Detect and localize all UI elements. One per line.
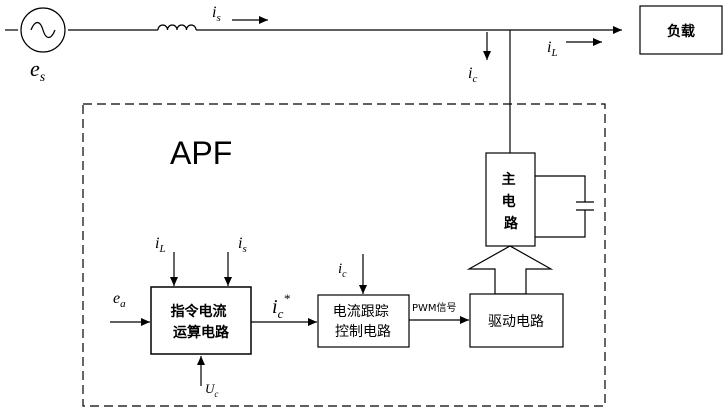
ac-source-icon: [20, 7, 66, 53]
load-current-label: iL: [547, 39, 558, 59]
apf-title: APF: [170, 135, 232, 171]
tracking-control-block: [317, 294, 410, 348]
driver-label: 驱动电路: [488, 314, 544, 330]
main-circuit-label: 主 电 路: [502, 171, 521, 232]
load-label: 负载: [667, 23, 695, 40]
input-uc-label: Uc: [205, 381, 218, 399]
apf-boundary: [82, 103, 606, 407]
load-box: [639, 5, 723, 55]
pwm-signal-label: PWM信号: [412, 302, 457, 314]
source-current-label: is: [212, 4, 221, 24]
compensation-current-label: ic: [468, 65, 477, 85]
dc-capacitor: [535, 175, 594, 238]
input-il-label: iL: [155, 235, 166, 255]
inductor-icon: [157, 24, 197, 31]
source-label: es: [30, 56, 46, 85]
input-is-label: is: [238, 235, 247, 255]
drive-signal-arrow: [466, 245, 554, 295]
driver-block: [469, 293, 564, 348]
command-current-label: 指令电流 运算电路: [171, 303, 232, 341]
input-ea-label: ea: [113, 290, 126, 310]
reference-current-label: ic*: [272, 291, 290, 321]
feedback-current-label: ic: [338, 261, 347, 280]
tracking-control-label: 电流跟踪 控制电路: [333, 304, 393, 340]
main-circuit-box: [485, 152, 536, 247]
command-current-block: [150, 286, 252, 355]
